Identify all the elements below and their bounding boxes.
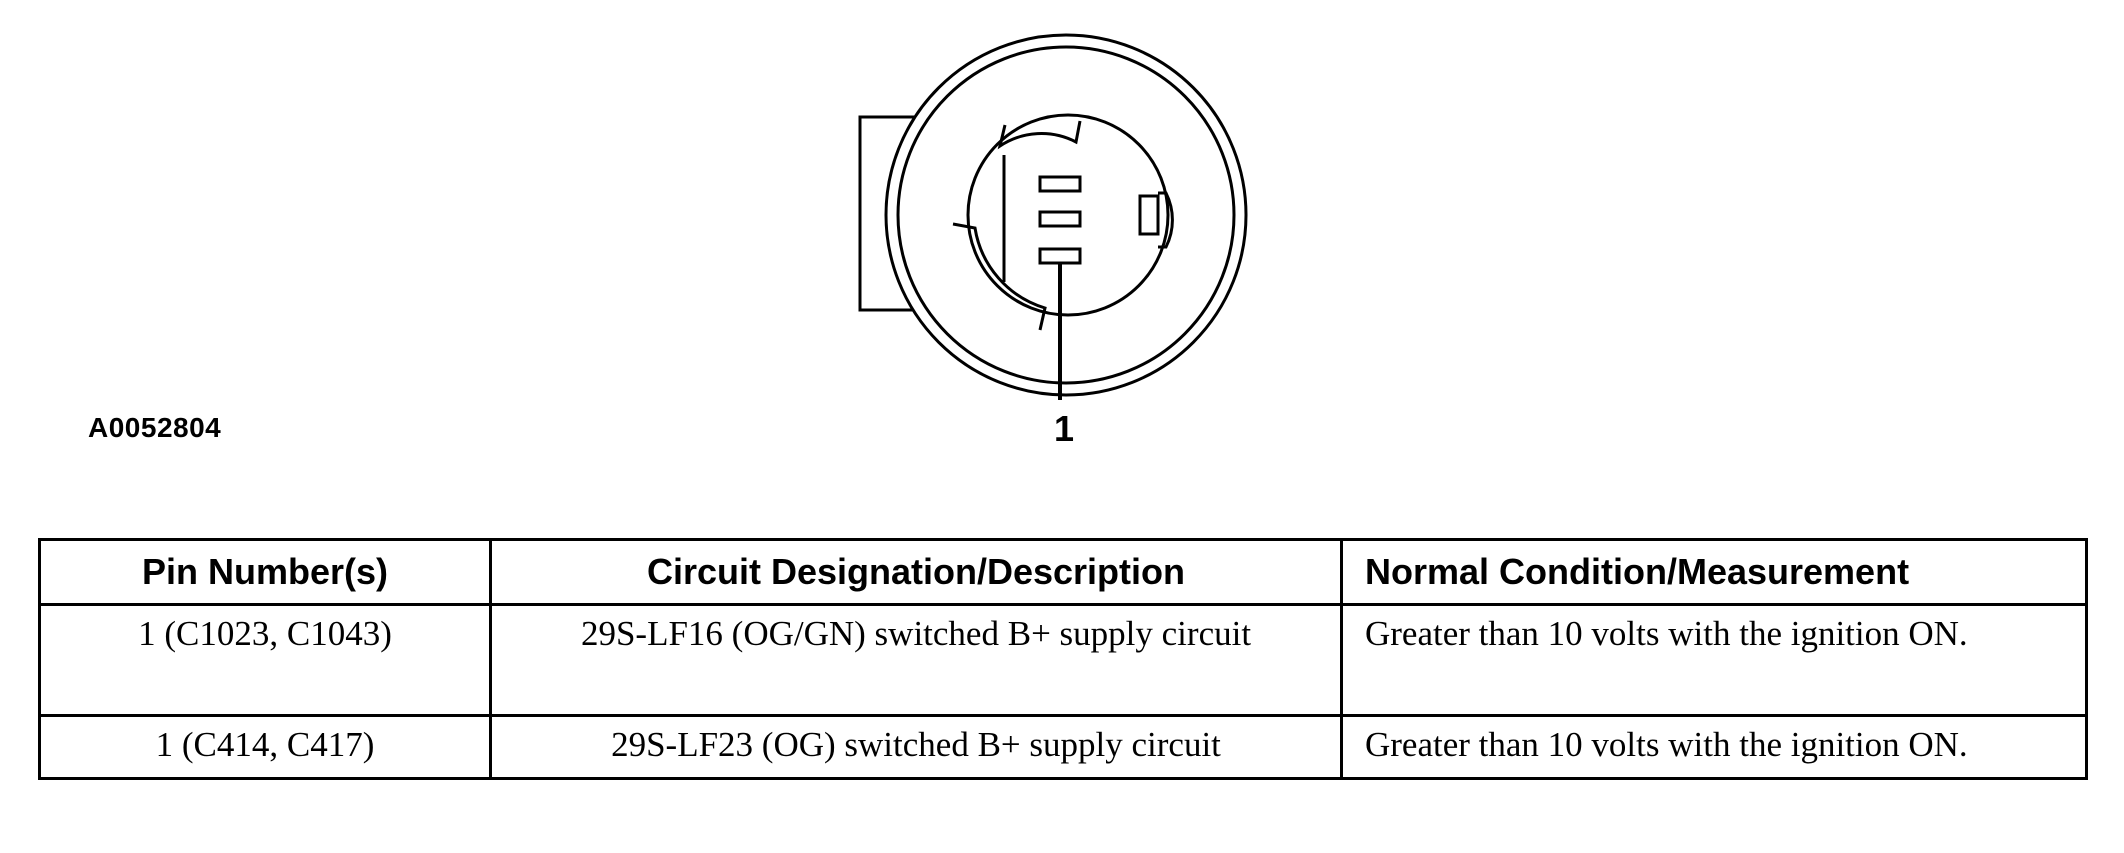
connector-outer-rim — [896, 45, 1236, 385]
connector-key-top — [997, 120, 1082, 150]
cell-normal-condition: Greater than 10 volts with the ignition … — [1340, 714, 2088, 780]
pin-callout-label: 1 — [1053, 408, 1075, 449]
pin-table: Pin Number(s) Circuit Designation/Descri… — [38, 538, 2088, 780]
header-normal-condition: Normal Condition/Measurement — [1340, 538, 2088, 606]
cell-pin-number: 1 (C1023, C1043) — [38, 603, 492, 717]
table-row: 1 (C414, C417) 29S-LF23 (OG) switched B+… — [38, 714, 2088, 780]
terminal-3 — [1038, 175, 1082, 193]
figure-id-label: A0052804 — [88, 412, 222, 443]
cell-circuit-description: 29S-LF23 (OG) switched B+ supply circuit — [489, 714, 1343, 780]
connector-outer-shell — [884, 33, 1248, 397]
cell-normal-condition: Greater than 10 volts with the ignition … — [1340, 603, 2088, 717]
connector-key-right-guard — [1158, 191, 1174, 249]
table-header-row: Pin Number(s) Circuit Designation/Descri… — [38, 538, 2088, 606]
connector-key-right — [1138, 194, 1160, 236]
connector-diagram — [858, 33, 1248, 400]
cell-pin-number: 1 (C414, C417) — [38, 714, 492, 780]
terminal-2 — [1038, 210, 1082, 228]
header-pin-numbers: Pin Number(s) — [38, 538, 492, 606]
table-row: 1 (C1023, C1043) 29S-LF16 (OG/GN) switch… — [38, 603, 2088, 717]
connector-inner-face — [966, 113, 1170, 317]
connector-locking-tab — [858, 115, 934, 312]
cell-circuit-description: 29S-LF16 (OG/GN) switched B+ supply circ… — [489, 603, 1343, 717]
connector-key-left — [952, 222, 1047, 331]
header-circuit-designation: Circuit Designation/Description — [489, 538, 1343, 606]
